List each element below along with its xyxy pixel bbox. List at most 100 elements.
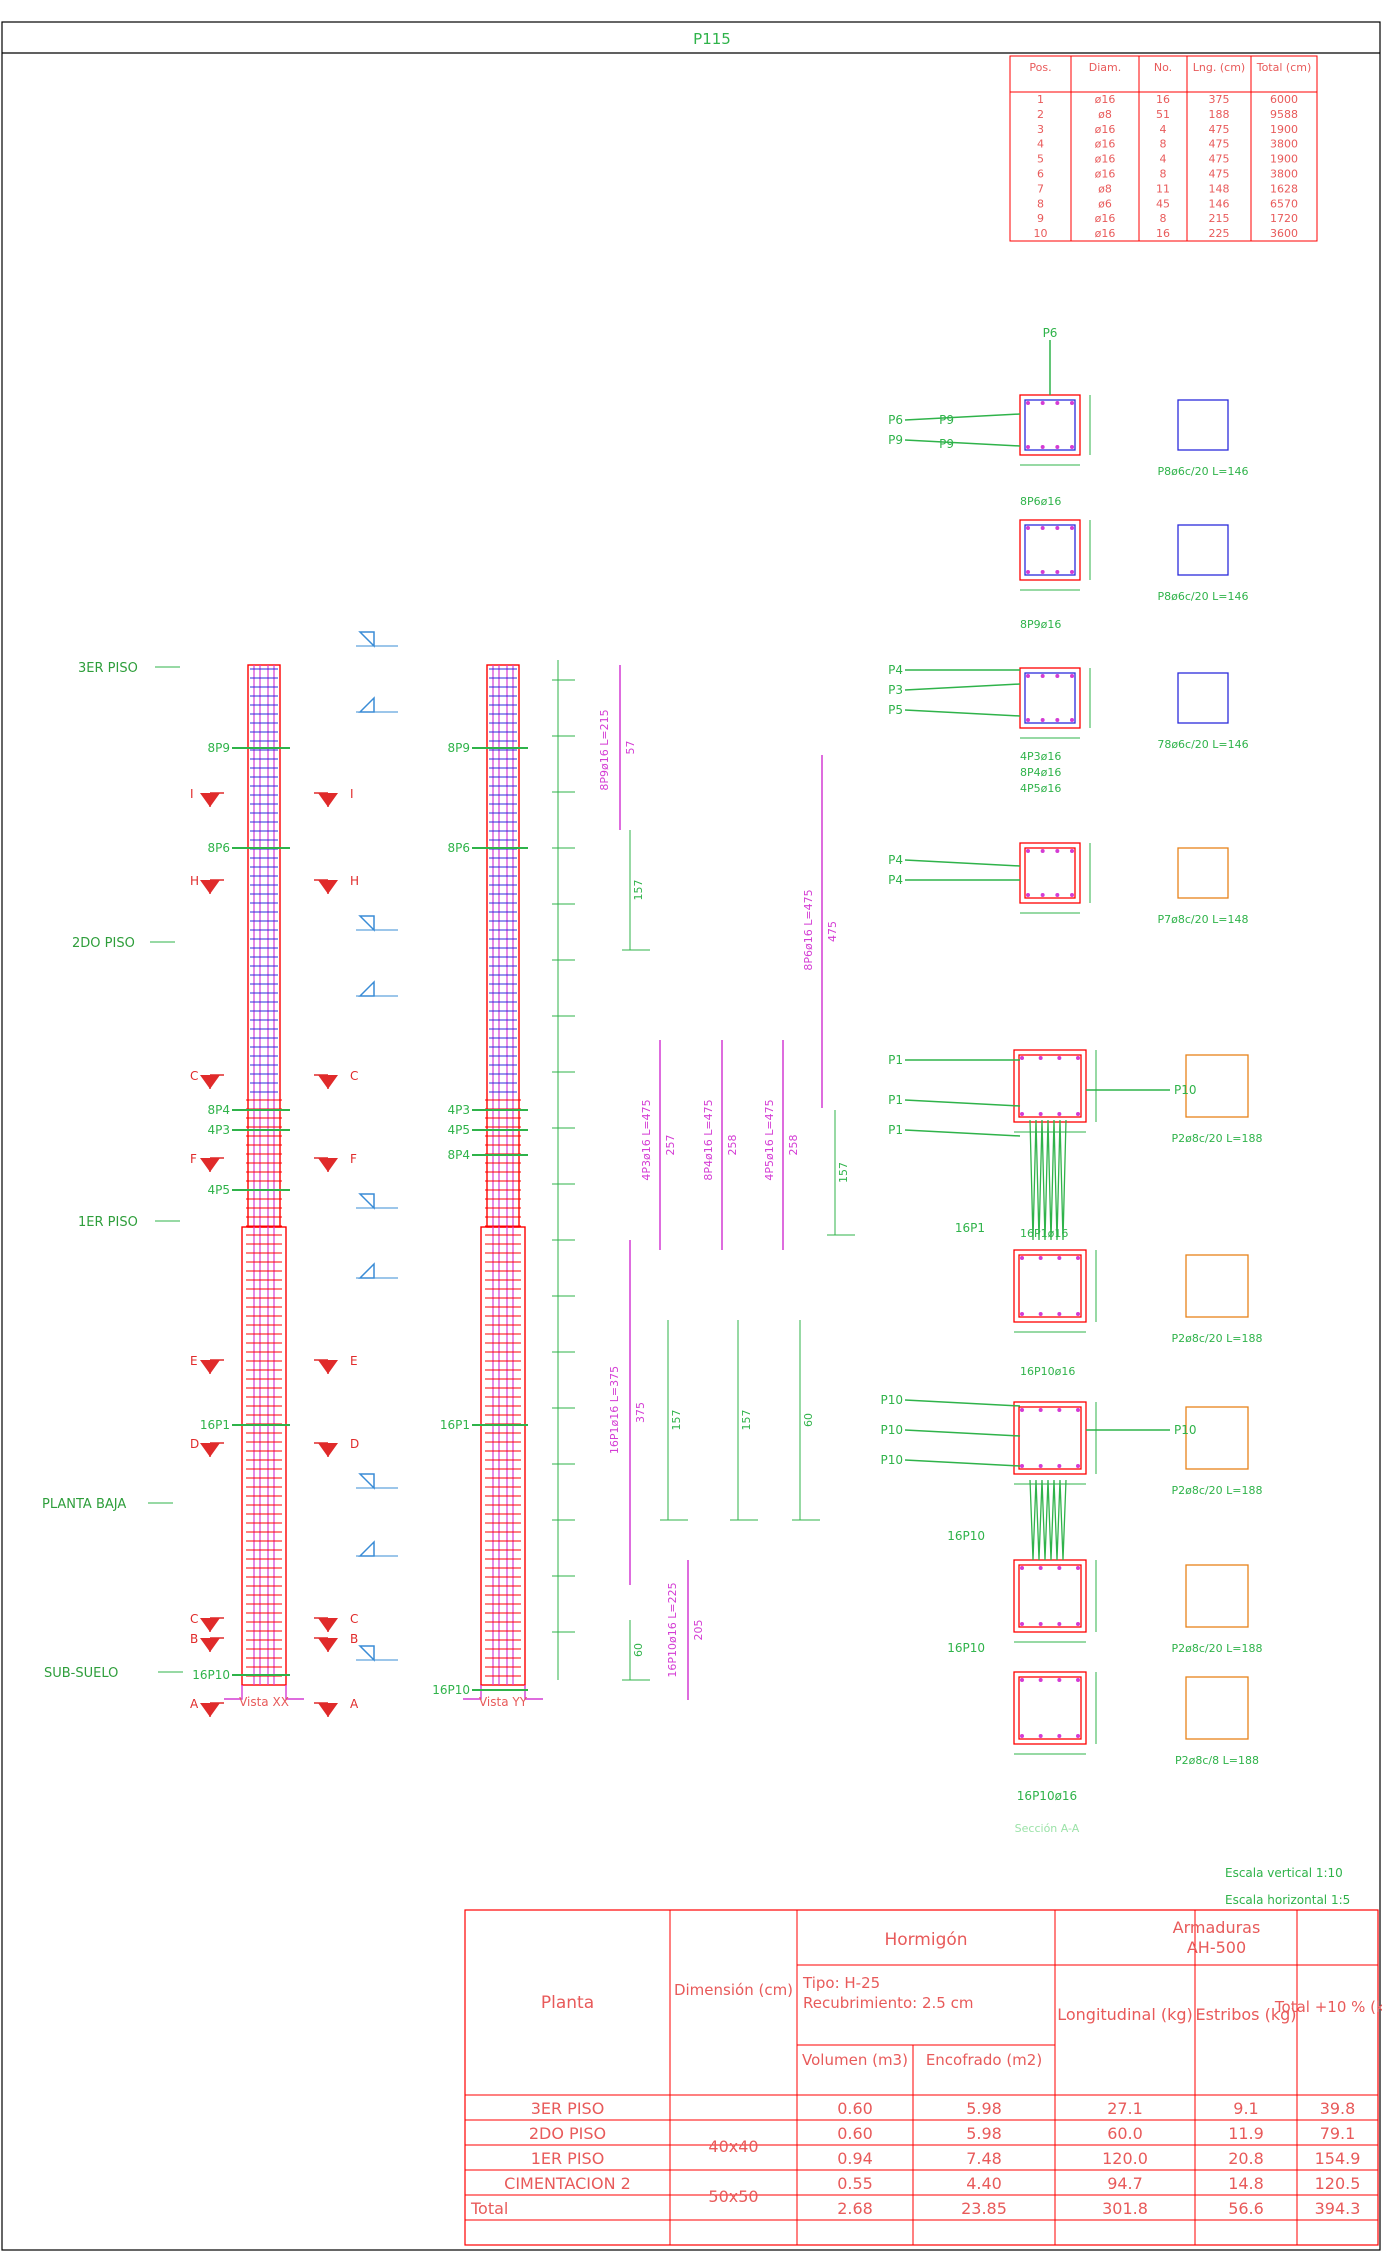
- schedule-cell: 8: [1160, 212, 1167, 225]
- schedule-cell: 3800: [1270, 168, 1298, 181]
- bar-mark-label-yy: 4P5: [447, 1123, 470, 1137]
- summary-cell-planta: 3ER PISO: [531, 2099, 605, 2118]
- section-bar: [1070, 849, 1074, 853]
- summary-cell-vol: 0.60: [837, 2099, 873, 2118]
- section-bar: [1040, 445, 1045, 449]
- bar-mark-label-yy: 8P9: [447, 741, 470, 755]
- schedule-cell: 7: [1037, 182, 1044, 195]
- cut-letter: E: [350, 1354, 358, 1368]
- section-bar: [1076, 1464, 1080, 1468]
- schedule-cell: ø16: [1095, 227, 1116, 240]
- level-marker-triangle: [358, 696, 375, 713]
- summary-h-encofrado: Encofrado (m2): [926, 2051, 1042, 2069]
- schedule-cell: 4: [1037, 138, 1044, 151]
- bar-detail-label: 8P9ø16 L=215: [598, 709, 611, 790]
- section-bar-leader-label: P5: [888, 703, 903, 717]
- section-note: 4P5ø16: [1020, 782, 1061, 795]
- section-bar: [1040, 526, 1045, 530]
- stirrup-detail-shape: [1177, 847, 1229, 899]
- summary-cell-total: 154.9: [1315, 2149, 1361, 2168]
- bar-detail-label: 8P4ø16 L=475: [702, 1099, 715, 1180]
- schedule-cell: ø16: [1095, 93, 1116, 106]
- level-marker-triangle: [358, 1262, 375, 1279]
- section-stirrup: [1018, 1564, 1082, 1628]
- schedule-cell: 3600: [1270, 227, 1298, 240]
- section-note: 8P6ø16: [1020, 495, 1061, 508]
- summary-cell-total: 79.1: [1320, 2124, 1356, 2143]
- level-marker-triangle: [358, 915, 375, 932]
- section-bar: [1055, 674, 1060, 678]
- cut-letter: A: [190, 1697, 199, 1711]
- schedule-cell: 4: [1160, 123, 1167, 136]
- level-marker-triangle: [358, 1645, 375, 1662]
- section-bar: [1055, 893, 1060, 897]
- summary-cell-long: 60.0: [1107, 2124, 1143, 2143]
- schedule-cell: 9588: [1270, 108, 1298, 121]
- bar-detail-dim: 205: [692, 1620, 705, 1641]
- section-bar-leader: [904, 683, 1021, 691]
- schedule-cell: 8: [1037, 197, 1044, 210]
- section-caption: Sección A-A: [1015, 1822, 1080, 1835]
- section-bar: [1026, 718, 1030, 722]
- section-bar: [1057, 1464, 1062, 1468]
- level-labels: 3ER PISO 2DO PISO 1ER PISO PLANTA BAJA S…: [42, 661, 183, 1681]
- level-2do-piso: 2DO PISO: [72, 936, 135, 951]
- summary-h-longitudinal: Longitudinal (kg): [1057, 2005, 1193, 2024]
- level-markers: [356, 631, 398, 1662]
- stirrup-detail-label: P7ø8c/20 L=148: [1158, 913, 1249, 926]
- summary-cell-total: 120.5: [1315, 2174, 1361, 2193]
- section-bar-leader-label: P1: [888, 1123, 903, 1137]
- section-bar: [1020, 1464, 1024, 1468]
- summary-cell-planta: 2DO PISO: [529, 2124, 606, 2143]
- section-bar: [1020, 1408, 1024, 1412]
- bar-mark-label-xx: 8P6: [207, 841, 230, 855]
- section-bar: [1026, 570, 1030, 574]
- stirrup-detail-shape: [1185, 1254, 1249, 1318]
- stirrup-detail-label: P2ø8c/20 L=188: [1172, 1332, 1263, 1345]
- summary-cell-estr: 9.1: [1233, 2099, 1258, 2118]
- section-outline: [1019, 519, 1081, 581]
- stirrup-detail-label: 78ø6c/20 L=146: [1157, 738, 1248, 751]
- section-bar: [1055, 401, 1060, 405]
- bar-mark-label-xx: 4P3: [207, 1123, 230, 1137]
- summary-h-armaduras: Armaduras: [1173, 1918, 1261, 1937]
- section-bar-leader: [904, 859, 1021, 867]
- summary-h-estribos: Estribos (kg): [1195, 2005, 1296, 2024]
- section-bar: [1057, 1056, 1062, 1060]
- section-outline: [1019, 667, 1081, 729]
- cut-letter: F: [350, 1152, 357, 1166]
- section-bar: [1020, 1566, 1024, 1570]
- section-bar-leader: [904, 1459, 1021, 1467]
- stirrup-detail-shape: [1185, 1054, 1249, 1118]
- stirrup-detail-shape: [1177, 672, 1229, 724]
- bar-mark-label-yy: 16P10: [432, 1683, 470, 1697]
- section-stirrup: [1024, 847, 1076, 899]
- level-marker-triangle: [358, 1540, 375, 1557]
- bar-mark-label-yy: 16P1: [440, 1418, 470, 1432]
- section-bar: [1076, 1112, 1080, 1116]
- schedule-cell: ø16: [1095, 123, 1116, 136]
- section-bar: [1076, 1256, 1080, 1260]
- summary-cell-long: 27.1: [1107, 2099, 1143, 2118]
- section-bar: [1040, 401, 1045, 405]
- schedule-cell: 375: [1209, 93, 1230, 106]
- column-outline-lower: [480, 1226, 526, 1686]
- summary-cell-long: 120.0: [1102, 2149, 1148, 2168]
- section-label-side: P9: [939, 437, 954, 451]
- summary-cell-vol: 0.55: [837, 2174, 873, 2193]
- summary-cell-estr: 20.8: [1228, 2149, 1264, 2168]
- bar-detail-dim: 475: [826, 921, 839, 942]
- section-bar: [1040, 674, 1045, 678]
- section-bar: [1020, 1256, 1024, 1260]
- section-bar-leader: [904, 1429, 1021, 1437]
- stirrup-detail-shape: [1185, 1676, 1249, 1740]
- bar-mark-label-yy: 8P6: [447, 841, 470, 855]
- schedule-cell: 45: [1156, 197, 1170, 210]
- schedule-cell: 475: [1209, 153, 1230, 166]
- section-bar: [1057, 1566, 1062, 1570]
- schedule-cell: ø16: [1095, 138, 1116, 151]
- cut-letter: B: [350, 1632, 358, 1646]
- section-bar-leader-label: P4: [888, 853, 903, 867]
- schedule-cell: 2: [1037, 108, 1044, 121]
